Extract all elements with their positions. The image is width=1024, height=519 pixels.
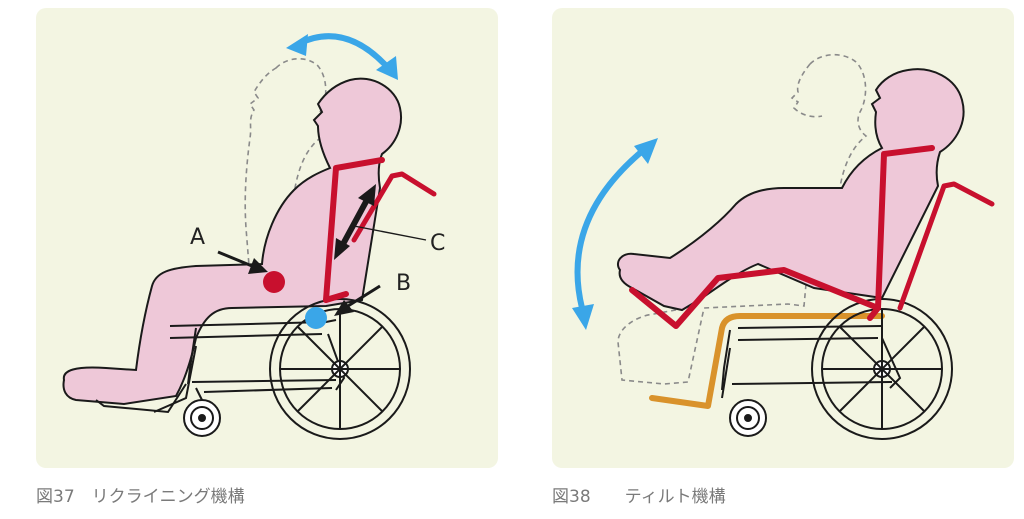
backrest-slide-arrow: [334, 184, 376, 260]
label-a-arrow: [217, 250, 268, 274]
label-c: C: [430, 231, 445, 256]
figure-38-caption: 図38 ティルト機構: [552, 487, 726, 507]
front-caster: [729, 399, 767, 437]
rear-wheel: [811, 298, 953, 440]
label-b: B: [396, 271, 411, 296]
reclining-wheelchair-illustration: A B C: [62, 33, 445, 440]
push-handle: [351, 171, 437, 243]
ghost-upright-silhouette: [617, 53, 868, 385]
push-handle: [897, 181, 995, 311]
label-c-leader: [353, 225, 427, 241]
tilted-person-body: [616, 68, 965, 312]
tilt-chair-frame: [721, 325, 902, 399]
seated-person-body: [62, 77, 402, 406]
label-b-arrow: [334, 284, 381, 316]
figure-reclining-panel: A B C: [36, 8, 498, 468]
front-caster: [183, 387, 221, 437]
tilt-base-frame: [649, 313, 885, 409]
tilt-wheelchair-illustration: [572, 53, 995, 440]
rear-wheel: [269, 298, 411, 440]
ghost-upright-face: [790, 63, 823, 118]
figure-37-caption: 図37 リクライニング機構: [36, 487, 245, 507]
reclining-backrest: [323, 157, 385, 303]
hip-pivot-marker-a: [263, 271, 285, 293]
tilt-direction-arrow: [572, 138, 658, 330]
figure-tilt-panel: [552, 8, 1014, 468]
label-a: A: [190, 225, 205, 250]
reclining-direction-arrow: [286, 33, 398, 80]
tilted-seat-and-backrest: [629, 145, 935, 329]
chair-pivot-marker-b: [305, 307, 327, 329]
